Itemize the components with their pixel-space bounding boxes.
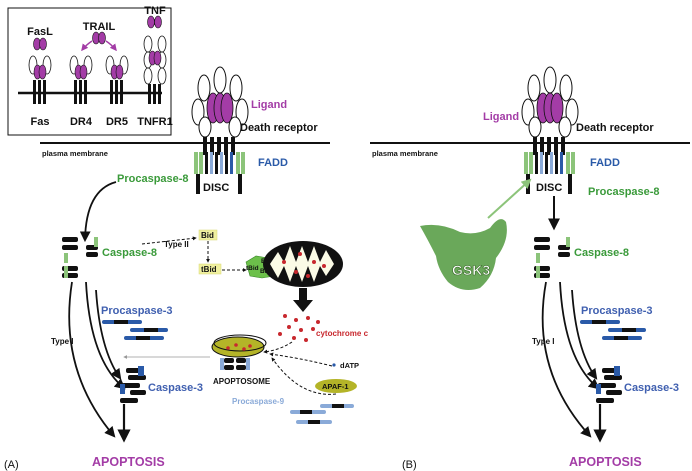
cytochrome-to-apoptosome-arrow — [263, 341, 293, 354]
caspase3-label-b: Caspase-3 — [624, 382, 679, 394]
fas-label: Fas — [31, 116, 50, 128]
tbid-mito-label: tBid — [246, 265, 259, 272]
procasp3-to-casp3-arrow-a — [95, 289, 122, 380]
procaspase8-label-b: Procaspase-8 — [588, 186, 660, 198]
tnfr1-receptor-icon — [143, 35, 167, 104]
fadd-label-a: FADD — [258, 157, 288, 169]
dr4-receptor-icon — [69, 55, 93, 104]
tbid-box — [198, 263, 222, 275]
cytochrome-c-label: cytochrome c — [316, 329, 369, 338]
procaspase3-label-a: Procaspase-3 — [101, 305, 173, 317]
mito-release-arrow — [293, 288, 313, 312]
caspase8-dimer-icon — [62, 237, 98, 278]
tnf-ligand-icon — [147, 15, 162, 29]
panel-a-label: (A) — [4, 459, 19, 471]
apoptosome-icon — [211, 334, 267, 370]
apaf1-icon — [315, 379, 357, 393]
death-receptor-icon — [191, 66, 249, 155]
caspase3-label-a: Caspase-3 — [148, 382, 203, 394]
caspase8-label-a: Caspase-8 — [102, 247, 157, 259]
fasl-label: FasL — [27, 26, 53, 38]
fadd-label-b: FADD — [590, 157, 620, 169]
gsk3-to-disc-arrow — [487, 178, 532, 219]
procaspase3-icon — [102, 320, 168, 340]
procaspase3-label-b: Procaspase-3 — [581, 305, 653, 317]
tnf-label: TNF — [144, 5, 166, 17]
disc-complex-icon-b — [524, 152, 575, 194]
caspase8-to-caspase3-arrow-a — [85, 281, 126, 390]
bid-label: Bid — [201, 231, 214, 240]
procaspase9-to-apoptosome-arrow — [271, 357, 337, 395]
trail-label: TRAIL — [83, 21, 116, 33]
dr4-label: DR4 — [70, 116, 93, 128]
panel-b-label: (B) — [402, 459, 417, 471]
receptor-inset: FasL TRAIL TNF Fas DR4 DR5 TNFR1 — [7, 5, 173, 136]
type2-label: Type II — [164, 240, 189, 249]
procaspase3-icon-b — [580, 320, 646, 340]
trail-ligand-icon — [81, 31, 117, 52]
caspase3-icon-b — [596, 366, 622, 403]
type1-label-b: Type I — [532, 337, 555, 346]
death-receptor-label-b: Death receptor — [576, 122, 654, 134]
tbid-label: tBid — [201, 265, 217, 274]
caspase8-dimer-icon-b — [534, 237, 570, 278]
fasl-ligand-icon — [33, 37, 47, 51]
type1-label-a: Type I — [51, 337, 74, 346]
procaspase9-label: Procaspase-9 — [232, 397, 285, 406]
type2-arrow — [141, 236, 197, 245]
gsk3-label: GSK3 — [452, 262, 490, 278]
ligand-label-b: Ligand — [483, 111, 519, 123]
apoptosome-label: APOPTOSOME — [213, 377, 271, 386]
apaf1-to-apoptosome-arrow — [269, 352, 333, 367]
death-receptor-label-a: Death receptor — [240, 122, 318, 134]
procaspase8-label-a: Procaspase-8 — [117, 173, 189, 185]
bid-box — [198, 229, 218, 241]
panel-a: plasma membrane — [4, 66, 369, 471]
disc-label-b: DISC — [536, 182, 562, 194]
dr5-receptor-icon — [105, 55, 129, 104]
datp-dot — [332, 363, 336, 367]
dr5-label: DR5 — [106, 116, 128, 128]
panel-b: plasma membrane — [370, 66, 690, 471]
datp-label: dATP — [340, 361, 359, 370]
type1-path-b — [541, 281, 592, 438]
type1-path-a — [68, 281, 116, 438]
procasp3-to-casp3-arrow-b — [571, 289, 598, 380]
disc-to-caspase8-arrow — [79, 181, 117, 243]
fas-receptor-icon — [28, 55, 52, 104]
apaf1-label: APAF-1 — [322, 382, 349, 391]
caspase3-icon-a — [120, 366, 146, 403]
mitochondrion-icon — [263, 241, 343, 287]
death-receptor-icon-b — [521, 66, 579, 155]
caspase8-label-b: Caspase-8 — [574, 247, 629, 259]
apoptosis-label-b: APOPTOSIS — [569, 455, 642, 469]
ligand-label-a: Ligand — [251, 99, 287, 111]
plasma-membrane-label: plasma membrane — [42, 149, 108, 158]
caspase8-to-caspase3-arrow-b — [559, 281, 600, 390]
cytochrome-c-dots — [278, 314, 320, 342]
gsk3-shape — [420, 219, 507, 290]
apoptosis-label-a: APOPTOSIS — [92, 455, 165, 469]
disc-label-a: DISC — [203, 182, 229, 194]
disc-complex-icon — [194, 152, 245, 194]
tnfr1-label: TNFR1 — [137, 116, 172, 128]
plasma-membrane-label-b: plasma membrane — [372, 149, 438, 158]
procaspase9-icon — [290, 404, 354, 424]
